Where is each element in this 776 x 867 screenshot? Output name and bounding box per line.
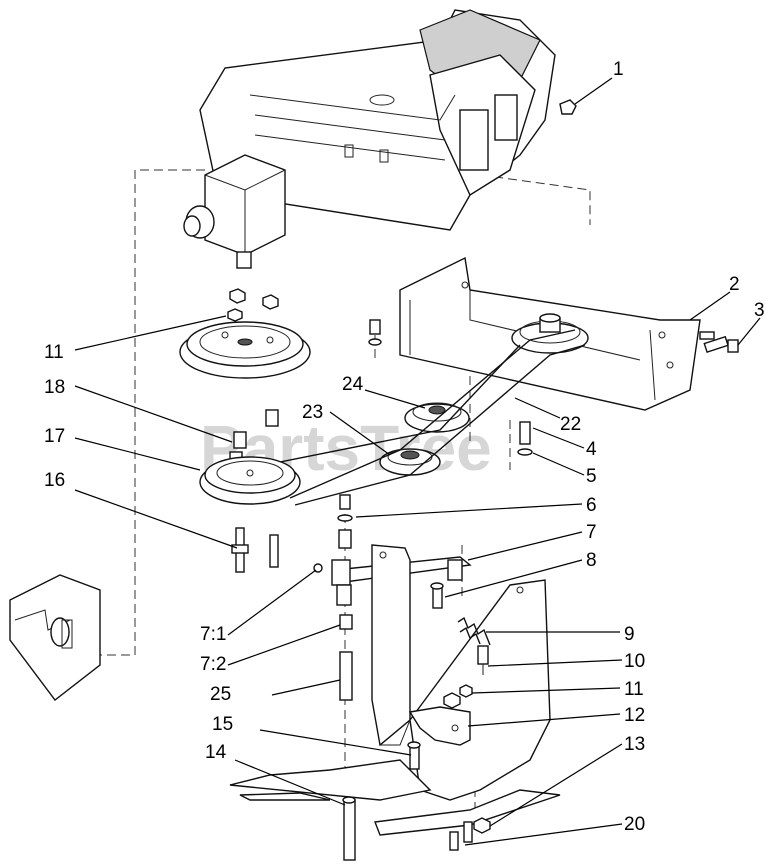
bolt-part-4: [519, 421, 531, 445]
leader-lines: [74, 77, 761, 846]
callout-11-lower: 11: [624, 679, 644, 700]
pivot-shaft-part-25: [339, 651, 353, 701]
callout-23: 23: [302, 402, 323, 423]
callout-2: 2: [729, 274, 740, 295]
nut-part-11-lower: [443, 684, 473, 709]
bolts-part-20: [449, 821, 473, 851]
idler-pulley-part-24: [404, 402, 470, 433]
lower-frame-bracket: [229, 544, 561, 836]
callout-17: 17: [44, 426, 65, 447]
drive-pulley-part-17: [199, 456, 301, 505]
callout-22: 22: [560, 414, 581, 435]
callout-13: 13: [624, 734, 645, 755]
bolt-top-idler: [368, 319, 382, 346]
callout-20: 20: [624, 814, 645, 835]
callout-7-1: 7:1: [200, 624, 226, 645]
callout-15: 15: [212, 714, 233, 735]
shaft-part-14: [342, 796, 356, 861]
callout-16: 16: [44, 470, 65, 491]
callout-labels: 1 2 3 4 5 6 7 8 9 10 11 11 12 13 14 15 1…: [44, 59, 765, 835]
bolt-part-1: [559, 99, 577, 115]
callout-1: 1: [613, 59, 624, 80]
callout-25: 25: [210, 684, 231, 705]
nut-part-13: [473, 817, 491, 834]
eye-bolt-part-10: [477, 645, 489, 675]
spring-part-9: [457, 616, 491, 646]
upper-large-pulley: [179, 321, 311, 379]
callout-4: 4: [586, 439, 597, 460]
callout-10: 10: [624, 651, 645, 672]
callout-11-upper: 11: [44, 342, 64, 363]
drive-belt-part-22: [249, 329, 586, 506]
bolts-part-3: [699, 331, 739, 354]
left-side-bracket: [9, 574, 101, 701]
bolt-part-15: [407, 741, 421, 770]
callout-8: 8: [586, 550, 597, 571]
washer-part-5: [517, 448, 533, 456]
bolts-part-16: [231, 527, 279, 573]
bushing-part-7-2: [339, 614, 353, 630]
callout-14: 14: [205, 742, 227, 763]
bolt-part-8: [430, 582, 444, 609]
bracket-part-12: [408, 706, 471, 746]
nuts-part-11-upper: [227, 288, 279, 322]
idler-pulley-part-23: [379, 448, 441, 476]
callout-5: 5: [586, 466, 597, 487]
callout-12: 12: [624, 705, 645, 726]
parts-stack-part-6: [337, 494, 353, 549]
callout-7: 7: [586, 522, 597, 543]
callout-18: 18: [44, 377, 65, 398]
callout-24: 24: [342, 374, 364, 395]
engine-frame: [199, 9, 556, 231]
callout-6: 6: [586, 495, 597, 516]
callout-9: 9: [624, 624, 635, 645]
callout-7-2: 7:2: [200, 654, 226, 675]
idler-pulley-right: [511, 313, 589, 354]
callout-3: 3: [754, 300, 765, 321]
gearbox: [183, 154, 286, 269]
